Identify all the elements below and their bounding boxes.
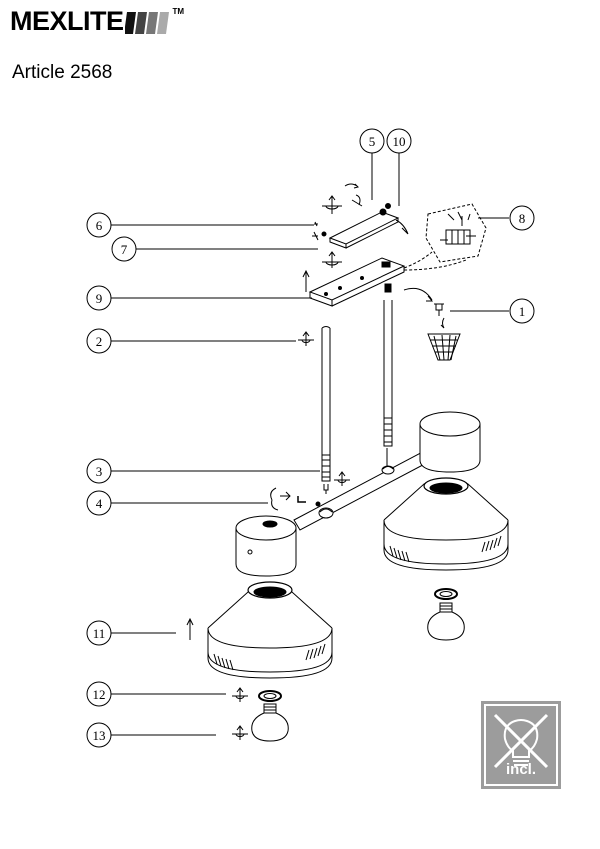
rotate-arrow-icon [232,687,248,702]
callout-number: 3 [96,464,103,479]
callout-number: 7 [121,242,128,257]
callout-number: 8 [519,211,526,226]
detail-leader [403,251,467,271]
key-icon [297,496,306,503]
callout-8: 8 [509,205,535,231]
rotate-arrow-icon [334,471,350,486]
brand-logo: MEXLITE TM [10,6,184,37]
bulb-not-included-badge: incl. [481,701,561,789]
screw-icon [312,231,319,241]
bulb-ring-left [258,690,282,702]
callout-3: 3 [86,458,112,484]
callout-leaders [111,152,509,736]
screw-arrow-icon [322,251,342,268]
callout-1: 1 [509,298,535,324]
callout-number: 5 [369,134,376,149]
rotate-arrow-icon [298,331,314,346]
up-arrow-icon [186,617,194,640]
callout-9: 9 [86,285,112,311]
mounting-bracket [321,194,409,249]
callout-10: 10 [386,128,412,154]
brand-name: MEXLITE [10,6,124,36]
lamp-shade-right [383,477,509,571]
callout-2: 2 [86,328,112,354]
callout-5: 5 [359,128,385,154]
bulb-ring-right [434,588,458,600]
screw-arrow-icon [322,195,342,214]
callout-6: 6 [86,212,112,238]
badge-label: incl. [505,761,536,778]
wire-connector [427,303,461,361]
lamp-shade-left [207,581,333,679]
callout-number: 9 [96,291,103,306]
screw-icon [314,221,318,227]
callout-13: 13 [86,722,112,748]
rotate-arrow-icon [270,487,291,511]
callout-number: 10 [393,134,406,149]
lamp-housing-left [235,515,297,577]
terminal-block-detail [425,203,487,263]
light-bulb-right [427,602,465,641]
light-bulb-left [251,703,289,742]
callout-number: 2 [96,334,103,349]
bulb-crossed-icon [484,704,558,786]
trademark-symbol: TM [172,7,185,16]
callout-12: 12 [86,681,112,707]
rotate-arrow-icon [232,725,248,740]
callout-number: 6 [96,218,103,233]
callout-number: 13 [93,728,106,743]
brand-bars-icon [124,12,169,34]
callout-number: 1 [519,304,526,319]
lamp-housing-right [419,411,481,473]
callout-7: 7 [111,236,137,262]
screw-icon [315,501,321,507]
canopy-plate [308,257,406,307]
callout-number: 11 [93,626,106,641]
rotate-arrow-icon [344,183,359,189]
callout-4: 4 [86,490,112,516]
article-title: Article 2568 [12,62,113,83]
suspension-rod-right [383,283,393,466]
callout-number: 4 [96,496,103,511]
up-arrow-icon [302,269,310,292]
suspension-rod-left [321,326,331,494]
wire-arrow [403,287,434,302]
callout-11: 11 [86,620,112,646]
callout-number: 12 [93,687,106,702]
